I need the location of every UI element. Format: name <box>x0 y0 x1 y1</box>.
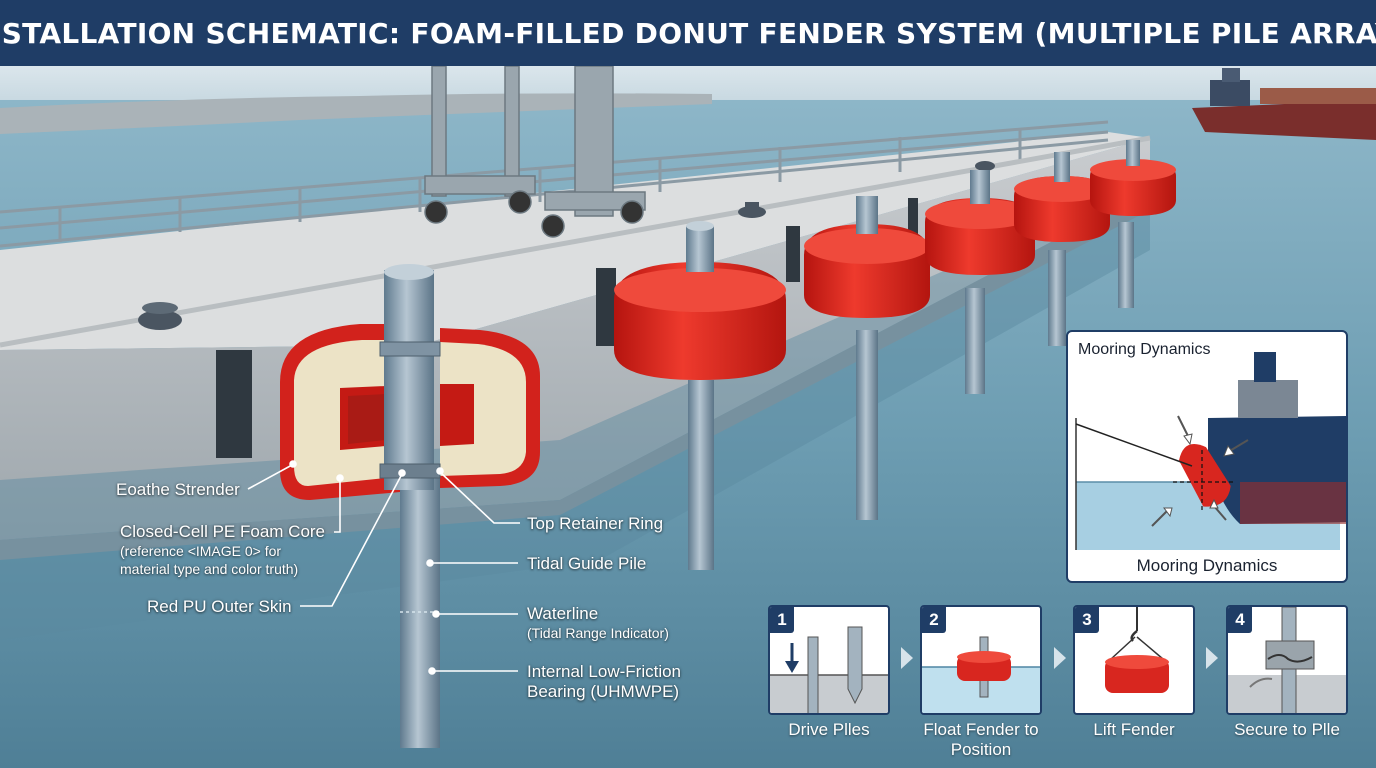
callout-guide-pile: Tidal Guide Pile <box>527 554 647 573</box>
step-label-1: Drive Plles <box>788 720 870 739</box>
float-fender-icon <box>922 636 1040 713</box>
wall-rubber-pads <box>216 198 918 458</box>
step-number: 2 <box>922 607 946 633</box>
step-card-2: 2 <box>920 605 1042 715</box>
fender-array <box>614 140 1176 570</box>
bollards <box>138 161 995 330</box>
callout-foam-core-note-2: material type and color truth) <box>120 561 299 577</box>
step-number: 1 <box>770 607 794 633</box>
title-bar: INSTALLATION SCHEMATIC: FOAM-FILLED DONU… <box>0 0 1376 66</box>
step-card-4: 4 <box>1226 605 1348 715</box>
chevron-right-icon <box>1054 647 1066 669</box>
callout-outer-skin: Red PU Outer Skin <box>147 597 292 616</box>
callout-foam-core-note-1: (reference <IMAGE 0> for <box>120 543 282 559</box>
mooring-dynamics-inset: Mooring Dynamics Mooring Dynamics <box>1066 330 1348 583</box>
chevron-right-icon <box>901 647 913 669</box>
callout-foam-strender: Eoathe Strender <box>116 480 240 499</box>
step-label-3: Lift Fender <box>1093 720 1175 739</box>
callout-foam-core: Closed-Cell PE Foam Core <box>120 522 326 541</box>
step-label-4: Secure to Plle <box>1234 720 1340 739</box>
page-title: INSTALLATION SCHEMATIC: FOAM-FILLED DONU… <box>0 16 1376 50</box>
callout-waterline-note: (Tidal Range Indicator) <box>527 625 669 641</box>
chevron-right-icon <box>1206 647 1218 669</box>
guide-pile <box>400 470 440 748</box>
step-number: 4 <box>1228 607 1252 633</box>
callout-leaders <box>247 460 520 675</box>
clamp-icon <box>1228 607 1346 713</box>
callout-bearing-line-2: Bearing (UHMWPE) <box>527 682 680 701</box>
step-card-3: 3 <box>1073 605 1195 715</box>
mooring-fender <box>1179 444 1231 507</box>
callout-waterline: Waterline <box>527 604 599 623</box>
pile-driving-icon <box>770 626 888 713</box>
step-label-2: Float Fender to Position <box>923 720 1039 759</box>
inset-caption: Mooring Dynamics <box>1136 556 1278 575</box>
step-card-1: 1 <box>768 605 890 715</box>
inset-title: Mooring Dynamics <box>1078 341 1211 358</box>
mooring-diagram <box>1075 352 1346 550</box>
callout-retainer-ring: Top Retainer Ring <box>527 514 664 533</box>
gantry-crane <box>424 65 646 238</box>
callout-bearing-line-1: Internal Low-Friction <box>527 662 682 681</box>
distant-ship <box>1192 68 1376 140</box>
breakwater <box>0 93 712 134</box>
crane-hook-icon <box>1105 607 1169 693</box>
step-number: 3 <box>1075 607 1099 633</box>
cutaway-fender <box>280 264 540 748</box>
